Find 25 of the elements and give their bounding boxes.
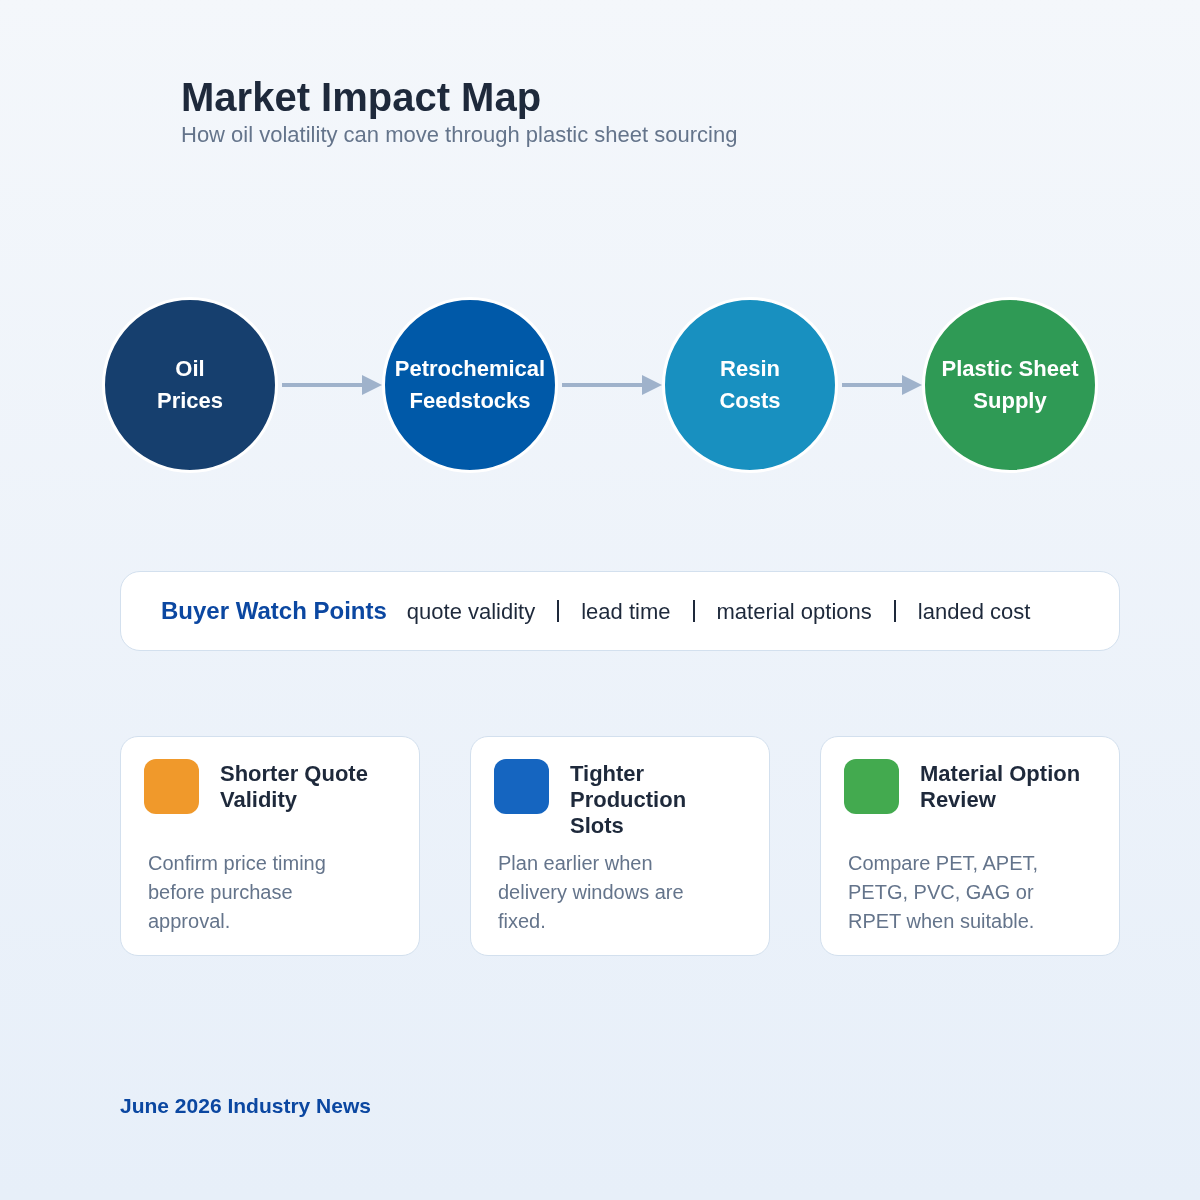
stage-label: Resin Costs <box>718 355 782 415</box>
info-card <box>820 736 1120 956</box>
card-text: Confirm price timing before purchase approval. <box>148 851 327 934</box>
watch-item: lead time <box>581 597 671 626</box>
watch-points-panel <box>120 571 1120 651</box>
card-heading: Shorter Quote Validity <box>220 761 369 813</box>
card-heading: Tighter Production Slots <box>570 761 688 839</box>
stage-label: Petrochemical Feedstocks <box>393 355 547 415</box>
card-heading: Material Option Review <box>920 761 1082 813</box>
footer-text: June 2026 Industry News <box>120 1093 371 1119</box>
page-title: Market Impact Map <box>181 74 543 121</box>
card-text: Compare PET, APET, PETG, PVC, GAG or RPET when suitable. <box>848 851 1040 934</box>
stage-label: Plastic Sheet Supply <box>940 355 1080 415</box>
watch-item: landed cost <box>917 597 1031 626</box>
page-subtitle: How oil volatility can move through plastic sheet sourcing <box>181 121 738 149</box>
watch-item: quote validity <box>406 597 536 626</box>
info-card <box>120 736 420 956</box>
card-text: Plan earlier when delivery windows are fixed. <box>498 851 685 934</box>
stage-label: Oil Prices <box>155 355 225 415</box>
watch-item: material options <box>716 597 872 626</box>
arrow <box>842 375 922 395</box>
panel-heading: Buyer Watch Points <box>161 596 387 626</box>
arrow <box>282 375 382 395</box>
info-card <box>470 736 770 956</box>
arrow <box>562 375 662 395</box>
